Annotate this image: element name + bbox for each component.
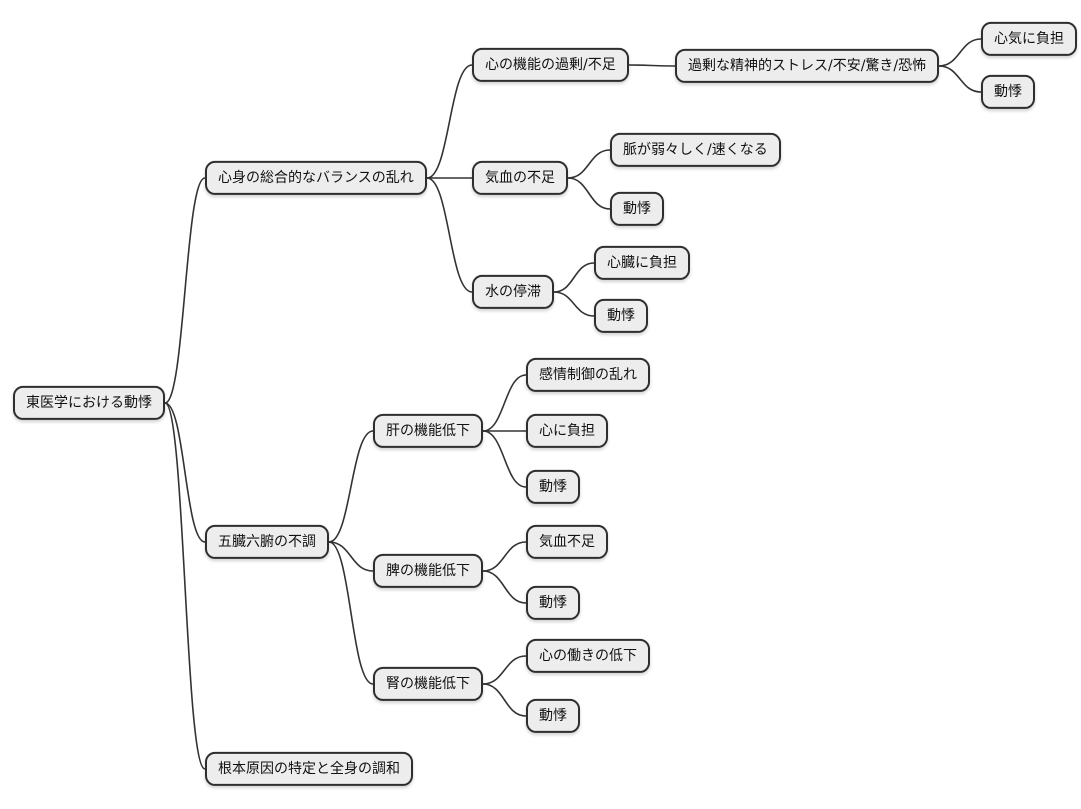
connector (482, 655, 527, 685)
connector (328, 541, 374, 685)
node-qi-blood-shortage[interactable]: 気血不足 (526, 524, 608, 560)
connector (553, 291, 595, 317)
connector (164, 402, 206, 543)
connector (328, 430, 374, 543)
node-kidney-function-decline[interactable]: 腎の機能低下 (373, 666, 483, 702)
node-spleen-function-decline[interactable]: 脾の機能低下 (373, 553, 483, 589)
connector (482, 570, 527, 604)
node-palpitation-6[interactable]: 動悸 (526, 698, 580, 734)
node-liver-function-decline[interactable]: 肝の機能低下 (373, 413, 483, 449)
node-heart-strain[interactable]: 心に負担 (526, 413, 608, 449)
node-root-eastern-medicine-palpitations[interactable]: 東医学における動悸 (13, 385, 165, 421)
node-five-organs-six-bowels-disorder[interactable]: 五臓六腑の不調 (205, 524, 329, 560)
node-palpitation-2[interactable]: 動悸 (610, 191, 664, 227)
node-qi-blood-deficiency[interactable]: 気血の不足 (472, 160, 568, 196)
connector (938, 38, 982, 67)
connector (567, 177, 611, 210)
connector (628, 64, 676, 67)
connector (482, 683, 527, 717)
connector (567, 149, 611, 179)
node-water-stagnation[interactable]: 水の停滞 (472, 274, 554, 310)
node-heart-working-decline[interactable]: 心の働きの低下 (526, 638, 650, 674)
node-root-cause-whole-body-harmony[interactable]: 根本原因の特定と全身の調和 (205, 751, 413, 787)
node-palpitation-3[interactable]: 動悸 (594, 298, 648, 334)
connector (938, 65, 982, 93)
node-weak-fast-pulse[interactable]: 脈が弱々しく/速くなる (610, 132, 781, 168)
connector (164, 177, 206, 404)
node-palpitation-1[interactable]: 動悸 (981, 74, 1035, 110)
connector (482, 374, 527, 432)
node-palpitation-5[interactable]: 動悸 (526, 585, 580, 621)
connector (553, 262, 595, 293)
connector (426, 177, 473, 293)
node-excessive-mental-stress-anxiety-fright-fear[interactable]: 過剰な精神的ストレス/不安/驚き/恐怖 (675, 48, 940, 84)
node-heart-burden[interactable]: 心臓に負担 (594, 245, 690, 281)
connector (328, 541, 374, 572)
node-emotion-control-disturbance[interactable]: 感情制御の乱れ (526, 357, 650, 393)
node-heart-qi-burden[interactable]: 心気に負担 (981, 21, 1077, 57)
node-mind-body-balance-disturbance[interactable]: 心身の総合的なバランスの乱れ (205, 160, 427, 196)
connector (482, 430, 527, 488)
node-heart-function-excess-deficiency[interactable]: 心の機能の過剰/不足 (472, 47, 629, 83)
connector (482, 541, 527, 572)
connector (426, 64, 473, 179)
node-palpitation-4[interactable]: 動悸 (526, 469, 580, 505)
connector (164, 402, 206, 770)
